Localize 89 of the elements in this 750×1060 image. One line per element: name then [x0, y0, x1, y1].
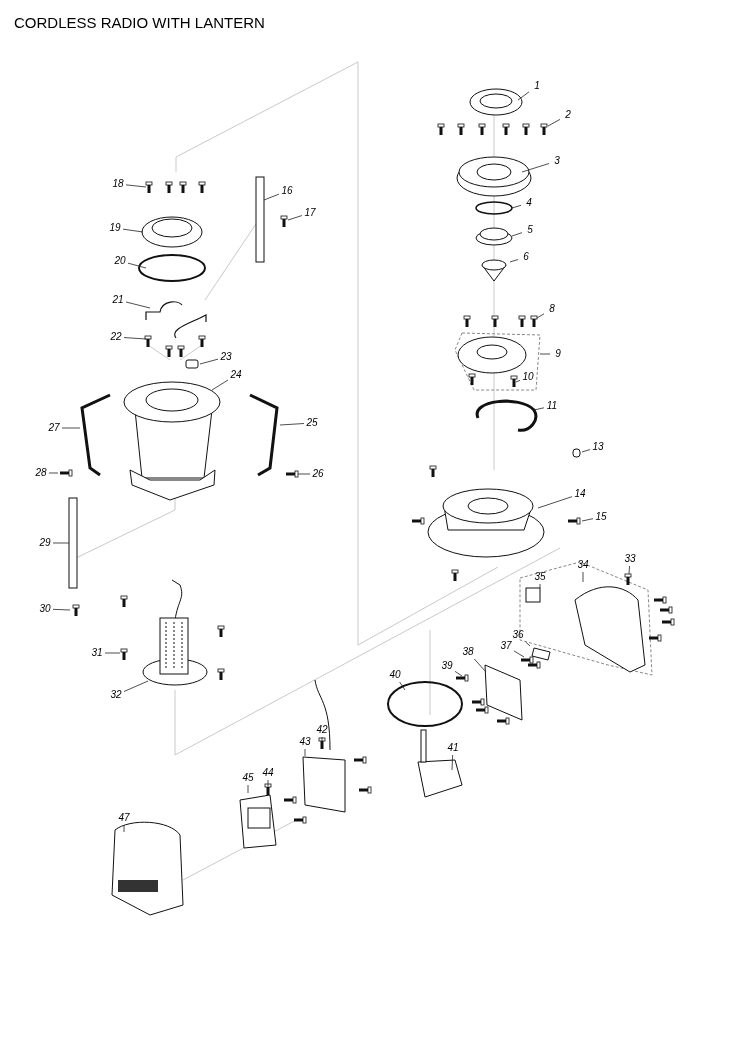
callout-number: 30	[37, 602, 53, 616]
leader-line	[513, 650, 525, 658]
callout-number: 22	[108, 330, 124, 344]
leader-line	[454, 670, 463, 677]
leader-line	[104, 652, 121, 654]
leader-line	[263, 193, 280, 201]
leader-line	[247, 784, 249, 794]
leader-line	[515, 379, 521, 383]
callout-number: 45	[240, 771, 256, 785]
leader-line	[211, 379, 229, 391]
callout-number: 17	[302, 206, 318, 220]
callout-number: 44	[260, 766, 276, 780]
callout-number: 43	[297, 735, 313, 749]
callout-number: 3	[549, 154, 565, 168]
leader-line	[509, 259, 519, 263]
callout-number: 38	[460, 645, 476, 659]
callout-number: 41	[445, 741, 461, 755]
leader-line	[297, 473, 311, 475]
callout-number: 19	[107, 221, 123, 235]
callout-number: 2	[560, 108, 576, 122]
callout-number: 47	[116, 811, 132, 825]
callout-number: 21	[110, 293, 126, 307]
leader-line	[125, 301, 151, 309]
callout-number: 27	[46, 421, 62, 435]
leader-line	[123, 680, 149, 692]
leader-line	[539, 353, 551, 355]
leader-line	[287, 215, 303, 221]
callout-number: 5	[522, 223, 538, 237]
leader-line	[451, 754, 454, 771]
callout-number: 11	[544, 399, 560, 413]
leader-line	[199, 358, 219, 365]
callout-number: 35	[532, 570, 548, 584]
leader-line	[279, 423, 305, 426]
leader-line	[304, 748, 306, 757]
leader-line	[628, 565, 630, 575]
callout-number: 34	[575, 558, 591, 572]
leader-line	[525, 641, 531, 647]
leader-line	[61, 427, 81, 429]
leader-line	[48, 472, 59, 474]
leader-line	[536, 313, 545, 319]
callout-number: 33	[622, 552, 638, 566]
callout-number: 20	[112, 254, 128, 268]
callout-number: 24	[228, 368, 244, 382]
callout-number: 16	[279, 184, 295, 198]
callout-number: 23	[218, 350, 234, 364]
callout-number: 1	[529, 79, 545, 93]
leader-line	[473, 658, 487, 673]
leader-line	[517, 91, 530, 101]
callout-number: 14	[572, 487, 588, 501]
leader-line	[539, 583, 541, 589]
callout-number: 6	[518, 250, 534, 264]
leader-line	[127, 262, 147, 269]
leader-line	[537, 496, 573, 509]
leader-line	[547, 119, 561, 127]
callout-number: 42	[314, 723, 330, 737]
leader-line	[511, 204, 522, 209]
callout-number: 31	[89, 646, 105, 660]
leader-line	[125, 184, 147, 188]
leader-line	[123, 824, 125, 833]
callout-number: 36	[510, 628, 526, 642]
title: CORDLESS RADIO WITH LANTERN	[14, 13, 265, 33]
callout-number: 9	[550, 347, 566, 361]
leader-line	[511, 232, 523, 237]
leader-line	[267, 779, 269, 787]
callout-number: 8	[544, 302, 560, 316]
callout-number: 39	[439, 659, 455, 673]
leader-line	[533, 407, 545, 411]
callout-number: 10	[520, 370, 536, 384]
callout-number: 26	[310, 467, 326, 481]
callout-number: 37	[498, 639, 514, 653]
callout-number: 15	[593, 510, 609, 524]
leader-line	[52, 608, 71, 611]
callout-number: 13	[590, 440, 606, 454]
leader-line	[321, 736, 323, 742]
callout-number: 32	[108, 688, 124, 702]
leader-line	[521, 163, 550, 173]
callout-number: 29	[37, 536, 53, 550]
callout-number: 40	[387, 668, 403, 682]
leader-line	[123, 337, 147, 340]
callout-number: 4	[521, 196, 537, 210]
leader-line	[581, 518, 594, 522]
callout-number: 25	[304, 416, 320, 430]
callout-number: 28	[33, 466, 49, 480]
callout-number: 18	[110, 177, 126, 191]
leader-line	[52, 542, 70, 544]
leader-line	[581, 449, 591, 453]
leader-line	[399, 681, 406, 691]
leader-line	[122, 228, 144, 233]
leader-line	[582, 571, 584, 583]
